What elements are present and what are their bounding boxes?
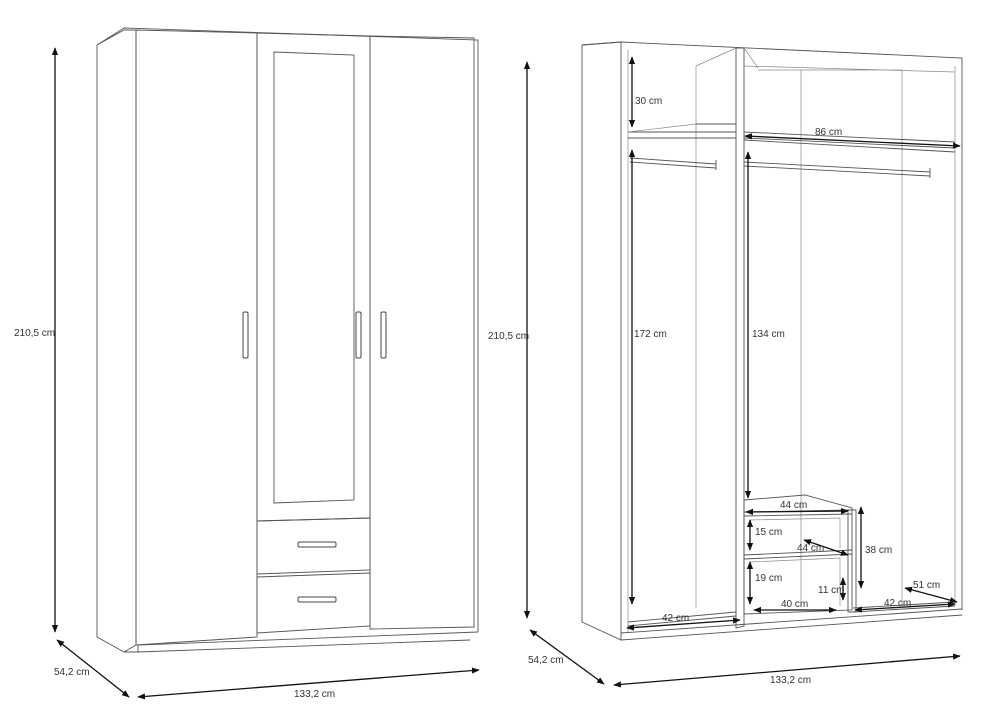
left-hanging-rail xyxy=(629,157,717,170)
upper-shelf-width-label: 86 cm xyxy=(815,127,842,138)
lower-drawer xyxy=(256,572,371,634)
interior-width-arrow xyxy=(613,653,961,688)
interior-bottom-front xyxy=(620,614,963,641)
left-bottom-width-arrow xyxy=(626,617,741,631)
upper-drawer xyxy=(256,517,371,575)
front-side-panel xyxy=(96,29,137,653)
drawer-lower-gap-label: 11 cm xyxy=(818,585,845,596)
top-compartment-label: 30 cm xyxy=(635,96,662,107)
right-door xyxy=(369,35,475,630)
drawer-lower-width-label: 40 cm xyxy=(781,599,808,610)
right-hanging-label: 134 cm xyxy=(752,329,785,340)
front-width-label: 133,2 cm xyxy=(294,689,335,700)
interior-depth-label: 54,2 cm xyxy=(528,655,564,666)
right-hanging-rail xyxy=(743,161,931,178)
interior-left-side xyxy=(581,41,622,641)
right-bottom-width-arrow xyxy=(854,601,956,613)
interior-width-label: 133,2 cm xyxy=(770,675,811,686)
right-bottom-depth-arrow xyxy=(904,586,958,604)
left-door xyxy=(135,29,258,646)
front-depth-arrow xyxy=(56,639,130,698)
drawer-block-height-label: 38 cm xyxy=(865,545,892,556)
lower-drawer-handle-icon xyxy=(297,596,337,603)
left-hanging-label: 172 cm xyxy=(634,329,667,340)
right-door-handle-icon xyxy=(380,311,387,359)
drawer-lower-height-label: 19 cm xyxy=(755,573,782,584)
interior-top-outline xyxy=(581,41,963,610)
front-width-arrow xyxy=(137,667,480,700)
right-top-shelf xyxy=(743,131,956,153)
front-plinth xyxy=(124,631,479,653)
right-bottom-depth-label: 51 cm xyxy=(913,580,940,591)
upper-shelf-width-arrow xyxy=(744,133,961,149)
upper-drawer-handle-icon xyxy=(297,541,337,548)
drawer-upper-depth-arrow xyxy=(803,539,849,556)
mirror-panel xyxy=(273,51,355,504)
drawer-upper-depth-label: 44 cm xyxy=(797,543,824,554)
interior-center-divider xyxy=(735,47,745,629)
drawer-block-top-label: 44 cm xyxy=(780,500,807,511)
front-depth-label: 54,2 cm xyxy=(54,667,90,678)
drawer-block xyxy=(743,494,853,615)
drawer-top-width-arrow xyxy=(745,507,849,516)
left-top-shelf xyxy=(628,123,736,139)
front-view: 210,5 cm 54,2 cm 133,2 cm xyxy=(14,27,480,700)
front-top-outline xyxy=(96,27,479,632)
front-height-label: 210,5 cm xyxy=(14,328,55,339)
left-door-handle-icon xyxy=(242,311,249,359)
mirror-door-handle-icon xyxy=(355,311,362,359)
right-bottom-width-label: 42 cm xyxy=(884,598,911,609)
interior-depth-arrow xyxy=(529,629,605,685)
interior-view: 210,5 cm 54,2 cm 133,2 cm 30 cm 86 cm 17… xyxy=(488,41,963,688)
interior-height-label: 210,5 cm xyxy=(488,331,529,342)
left-bottom-width-label: 42 cm xyxy=(662,613,689,624)
drawer-upper-height-label: 15 cm xyxy=(755,527,782,538)
